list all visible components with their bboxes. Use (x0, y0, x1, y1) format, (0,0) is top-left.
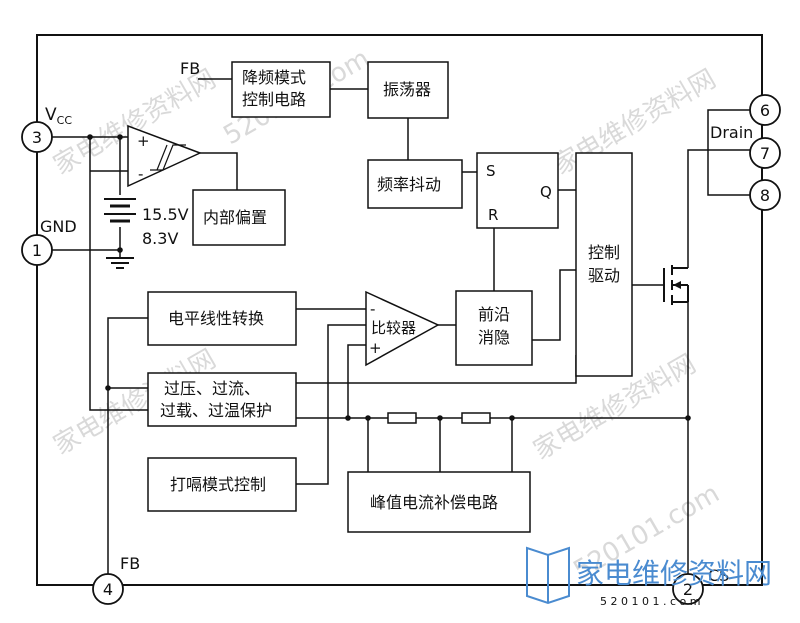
peak-comp-label: 峰值电流补偿电路 (370, 493, 498, 512)
pin-7 (749, 137, 781, 169)
drive-label-1: 控制 (588, 243, 620, 262)
pin-2 (672, 573, 704, 605)
leb-label-2: 消隐 (478, 328, 510, 347)
uvlo-high-label: 15.5V (142, 205, 189, 224)
watermark-logo: 家电维修资料网 5 2 0 1 0 1 . c o m (526, 546, 772, 608)
pin-3 (21, 121, 53, 153)
protection-label-2: 过载、过温保护 (160, 401, 272, 420)
leb-label-1: 前沿 (478, 305, 510, 324)
pin-4 (92, 573, 124, 605)
watermark-logo-url: 5 2 0 1 0 1 . c o m (600, 595, 700, 608)
opamp-plus-label: + (137, 132, 150, 150)
latch-s-label: S (486, 162, 496, 180)
pin-6 (749, 94, 781, 126)
pin-8 (749, 179, 781, 211)
cs-label: CS (708, 566, 729, 585)
comparator-minus-label: - (370, 300, 375, 318)
watermark-cn-3: 家电维修资料网 (549, 64, 722, 181)
pin-6-number: 6 (760, 101, 770, 120)
resistor-2 (461, 412, 491, 424)
ground-symbol (106, 257, 134, 269)
opamp-minus-label: - (138, 165, 143, 183)
oscillator-label: 振荡器 (383, 80, 431, 99)
pin-7-number: 7 (760, 144, 770, 163)
freq-reduce-label-1: 降频模式 (242, 68, 306, 87)
protection-label-1: 过压、过流、 (164, 379, 260, 398)
level-shift-label: 电平线性转换 (168, 309, 264, 328)
fb-top-label: FB (180, 59, 200, 78)
pin-8-number: 8 (760, 186, 770, 205)
jitter-label: 频率抖动 (377, 175, 441, 194)
freq-reduce-label-2: 控制电路 (242, 90, 306, 109)
resistor-1 (387, 412, 417, 424)
junctions (87, 134, 691, 421)
pins: 3 1 4 2 6 7 8 (21, 94, 781, 605)
comparator: - + 比较器 (365, 290, 440, 367)
internal-bias-label: 内部偏置 (203, 208, 267, 227)
hysteresis-opamp: + - (127, 124, 202, 188)
hiccup-label: 打嗝模式控制 (170, 475, 266, 494)
pin-1-number: 1 (32, 241, 42, 260)
pin-1 (21, 234, 53, 266)
drive-label-2: 驱动 (588, 266, 620, 285)
pin-2-number: 2 (683, 580, 693, 599)
comparator-label: 比较器 (371, 319, 416, 337)
pin-3-number: 3 (32, 128, 42, 147)
block-frames (147, 61, 633, 533)
fb-bottom-label: FB (120, 554, 140, 573)
comparator-plus-label: + (369, 339, 382, 357)
gnd-label: GND (40, 217, 77, 236)
ic-boundary (36, 34, 763, 586)
battery-symbol (104, 198, 136, 223)
watermark-logo-text: 家电维修资料网 (576, 557, 772, 590)
pin-4-number: 4 (103, 580, 113, 599)
mosfet-symbol (663, 265, 689, 305)
latch-q-label: Q (540, 183, 552, 201)
vcc-label: VCC (45, 105, 72, 127)
latch-r-label: R (488, 206, 498, 224)
drain-label: Drain (710, 123, 753, 142)
uvlo-low-label: 8.3V (142, 229, 178, 248)
